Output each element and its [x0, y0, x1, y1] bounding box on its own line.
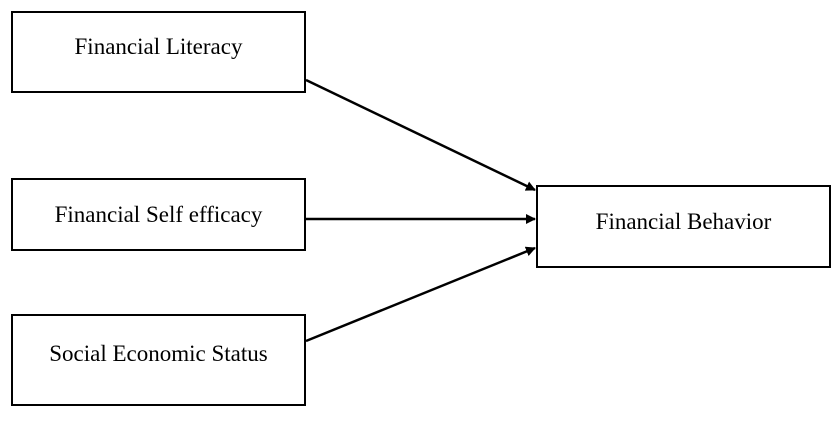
social-economic-status-node: Social Economic Status: [11, 314, 306, 406]
financial-behavior-node: Financial Behavior: [536, 185, 831, 268]
social-economic-status-label: Social Economic Status: [49, 341, 268, 367]
financial-self-efficacy-label: Financial Self efficacy: [54, 201, 263, 227]
financial-behavior-label: Financial Behavior: [595, 208, 772, 234]
financial-literacy-label: Financial Literacy: [74, 34, 243, 60]
arrow-literacy-to-behavior: [305, 78, 536, 192]
financial-self-efficacy-node: Financial Self efficacy: [11, 178, 306, 251]
financial-literacy-node: Financial Literacy: [11, 11, 306, 93]
arrow-ses-to-behavior: [305, 246, 536, 343]
